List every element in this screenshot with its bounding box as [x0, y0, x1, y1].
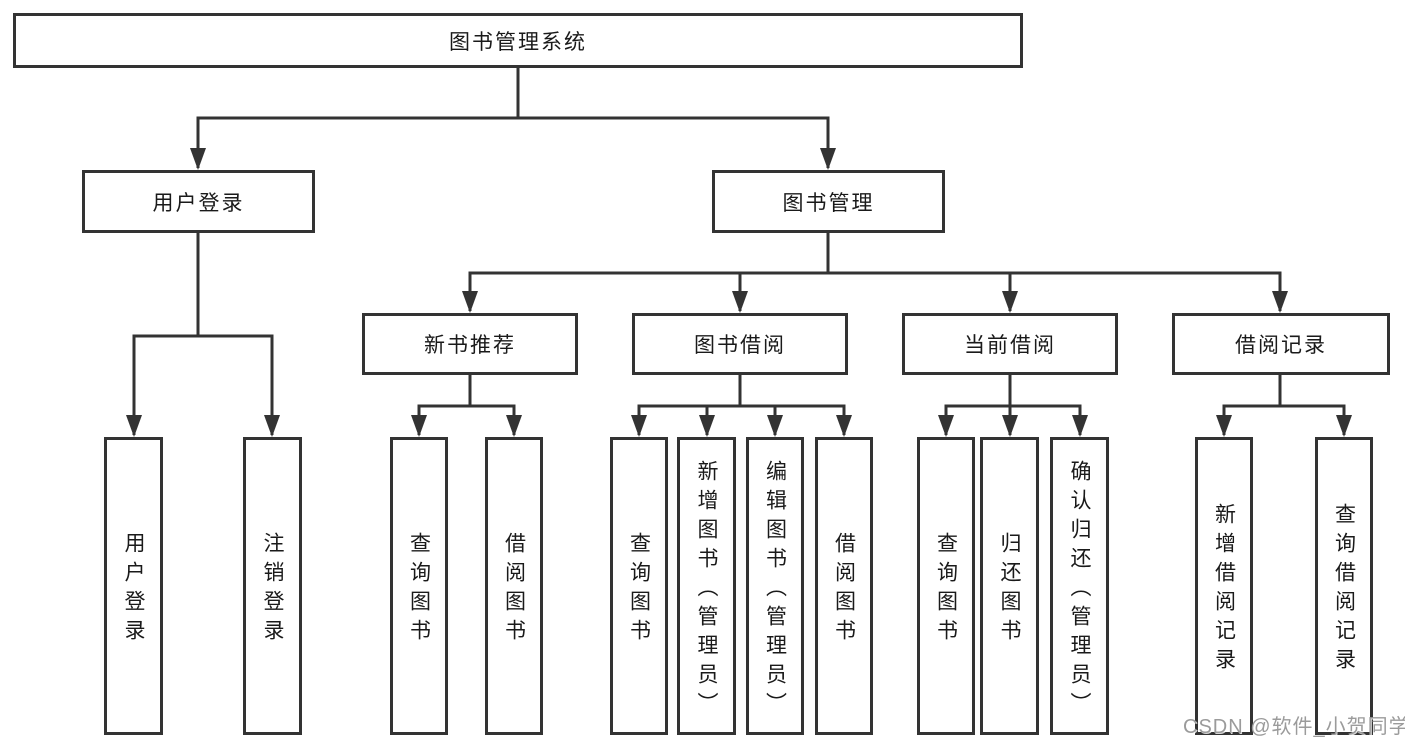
node-borrow-records: 借阅记录	[1172, 313, 1390, 375]
leaf-query-books-borrow-label: 查询图书	[627, 532, 651, 648]
leaf-borrow-books-borrow-label: 借阅图书	[832, 532, 856, 648]
leaf-add-books-admin: 新增图书（管理员）	[677, 437, 736, 735]
node-book-borrow: 图书借阅	[632, 313, 848, 375]
node-new-book-recommend: 新书推荐	[362, 313, 578, 375]
leaf-logout-label: 注销登录	[261, 532, 285, 648]
leaf-query-books-recommend-label: 查询图书	[407, 532, 431, 648]
leaf-confirm-return-admin-label: 确认归还（管理员）	[1068, 459, 1092, 721]
node-book-borrow-label: 图书借阅	[694, 334, 786, 357]
leaf-query-books-borrow: 查询图书	[610, 437, 668, 735]
leaf-user-login: 用户登录	[104, 437, 163, 735]
node-current-borrow: 当前借阅	[902, 313, 1118, 375]
watermark: CSDN @软件_小贺同学	[1183, 716, 1405, 738]
leaf-return-books: 归还图书	[980, 437, 1039, 735]
leaf-logout: 注销登录	[243, 437, 302, 735]
node-root-label: 图书管理系统	[449, 30, 587, 54]
node-book-management-label: 图书管理	[782, 191, 875, 215]
leaf-add-books-admin-label: 新增图书（管理员）	[695, 459, 719, 721]
leaf-query-books-current: 查询图书	[917, 437, 975, 735]
leaf-add-borrow-record: 新增借阅记录	[1195, 437, 1253, 735]
leaf-edit-books-admin-label: 编辑图书（管理员）	[763, 459, 787, 721]
leaf-query-borrow-record-label: 查询借阅记录	[1332, 503, 1356, 677]
leaf-borrow-books-recommend: 借阅图书	[485, 437, 543, 735]
node-new-book-recommend-label: 新书推荐	[424, 334, 516, 357]
leaf-add-borrow-record-label: 新增借阅记录	[1212, 503, 1236, 677]
node-borrow-records-label: 借阅记录	[1235, 334, 1327, 357]
leaf-query-borrow-record: 查询借阅记录	[1315, 437, 1373, 735]
node-current-borrow-label: 当前借阅	[964, 334, 1056, 357]
leaf-user-login-label: 用户登录	[122, 532, 146, 648]
leaf-borrow-books-recommend-label: 借阅图书	[502, 532, 526, 648]
node-user-login-label: 用户登录	[152, 191, 245, 215]
node-user-login: 用户登录	[82, 170, 315, 233]
leaf-return-books-label: 归还图书	[998, 532, 1022, 648]
leaf-borrow-books-borrow: 借阅图书	[815, 437, 873, 735]
node-book-management: 图书管理	[712, 170, 945, 233]
leaf-query-books-recommend: 查询图书	[390, 437, 448, 735]
leaf-query-books-current-label: 查询图书	[934, 532, 958, 648]
node-root: 图书管理系统	[13, 13, 1023, 68]
leaf-confirm-return-admin: 确认归还（管理员）	[1050, 437, 1109, 735]
leaf-edit-books-admin: 编辑图书（管理员）	[746, 437, 804, 735]
